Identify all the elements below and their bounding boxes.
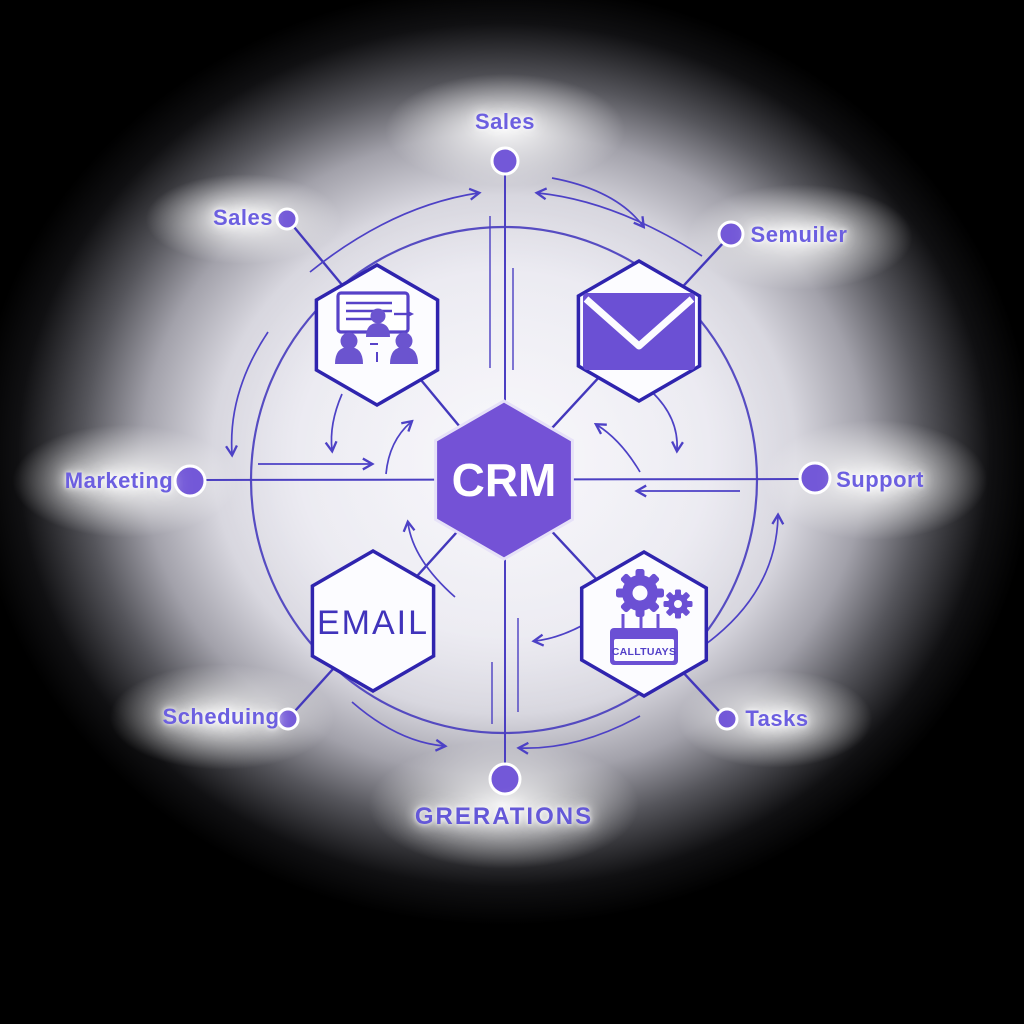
hexagon-bottom-left <box>310 548 436 694</box>
arrow-top-right-converge <box>538 193 703 257</box>
dot-lower-left <box>276 707 300 731</box>
arrow-to-upper-right-hex <box>551 177 643 226</box>
center-label: CRM <box>452 454 557 506</box>
arrow-hex-to-center-right <box>651 391 677 450</box>
label-left-marketing: Marketing <box>64 468 174 493</box>
envelope-icon <box>583 293 695 370</box>
arrow-top-left-converge <box>309 193 478 273</box>
dot-upper-left <box>275 207 299 231</box>
arrow-inner-lower-left <box>408 523 456 598</box>
dot-top <box>490 146 520 176</box>
dot-bottom <box>488 762 522 796</box>
node-dots <box>173 146 832 796</box>
dot-upper-right <box>717 220 745 248</box>
label-lower-right-tasks: Tasks <box>745 706 809 731</box>
label-right-support: Support <box>836 467 924 492</box>
label-upper-left-sales: Sales <box>213 205 273 230</box>
machine-sticks <box>621 614 660 630</box>
gears-machine-icon: CALLTUAYS <box>610 569 693 665</box>
arrow-right-ascend <box>689 516 778 656</box>
arrow-inner-upper-right <box>597 425 641 473</box>
big-gear <box>616 569 664 617</box>
dot-left <box>173 464 207 498</box>
hexagon-center <box>434 399 574 561</box>
dot-lower-right <box>715 707 739 731</box>
label-top-sales: Sales <box>475 109 535 134</box>
small-gear <box>663 589 693 619</box>
arrow-hex-to-center-left <box>331 393 343 450</box>
arrow-left-descend <box>232 331 269 454</box>
email-hexagon-label: EMAIL <box>317 604 429 642</box>
label-bottom-grerations: GRERATIONS <box>414 803 594 830</box>
label-lower-left-scheduing: Scheduing <box>162 704 280 729</box>
arrow-inner-upper-left <box>385 422 411 475</box>
arrow-bottom-left <box>351 701 444 746</box>
arrow-bottom-right <box>520 715 641 748</box>
dot-right <box>798 461 832 495</box>
team-presentation-icon <box>335 291 418 364</box>
label-upper-right-semuiler: Semuiler <box>750 222 848 247</box>
machine-box-label: CALLTUAYS <box>612 646 677 658</box>
